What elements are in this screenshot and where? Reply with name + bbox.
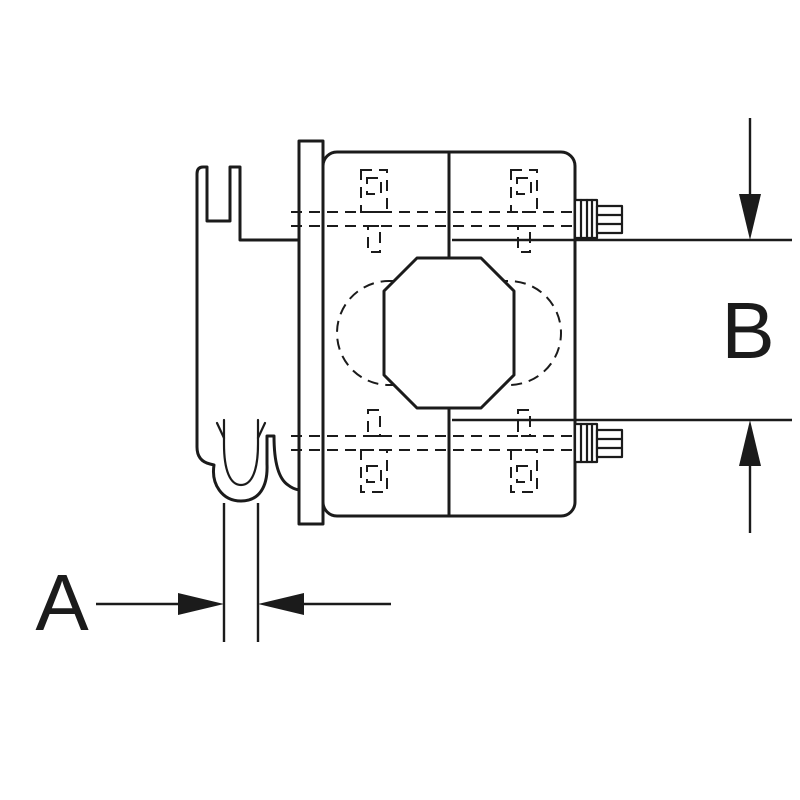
mounting-plate: [297, 139, 325, 526]
bolt-socket-hidden: [366, 465, 382, 483]
dim-b-arrowhead-bottom: [739, 420, 761, 466]
terminal-top-group: [573, 198, 624, 240]
terminal-nut-top-facets: [595, 213, 624, 226]
hex-bore: [382, 256, 516, 410]
dim-b-label: B: [721, 286, 774, 375]
bolt-head-hidden: [360, 169, 388, 213]
dim-a-arrowhead-left: [178, 593, 224, 615]
bracket-outline: [195, 165, 301, 503]
hidden-bolt-bottom-right: [510, 409, 538, 493]
dim-a-label: A: [35, 558, 89, 647]
hidden-detail-group: [291, 150, 574, 518]
terminal-nut-bottom: [595, 428, 624, 459]
terminal-stud-bottom-threads: [579, 422, 594, 464]
bolt-head-hidden: [510, 169, 538, 213]
groove-inner-profile: [222, 418, 260, 487]
bolt-socket-hidden: [516, 465, 532, 483]
bolt-head-hidden: [510, 449, 538, 493]
bolt-head-hidden: [360, 449, 388, 493]
terminal-nut-top: [595, 204, 624, 235]
terminal-stud-top-threads: [579, 198, 594, 240]
dim-a-arrowhead-right: [258, 593, 304, 615]
bolt-socket-hidden: [366, 177, 382, 195]
bolt-shank-hidden: [367, 409, 381, 437]
dim-b-arrowhead-top: [739, 194, 761, 240]
bolt-shank-hidden: [367, 225, 381, 253]
terminal-nut-bottom-facets: [595, 437, 624, 450]
dimension-b-group: B: [452, 118, 792, 533]
groove-flare-lines: [215, 421, 267, 440]
bolt-shank-hidden: [517, 409, 531, 437]
terminal-bottom-group: [573, 422, 624, 464]
hidden-bolt-top-left: [360, 169, 388, 253]
dimension-a-group: A: [35, 503, 391, 647]
bolt-socket-hidden: [516, 177, 532, 195]
pulley-bracket-group: [195, 165, 301, 503]
hidden-bolt-bottom-left: [360, 409, 388, 493]
